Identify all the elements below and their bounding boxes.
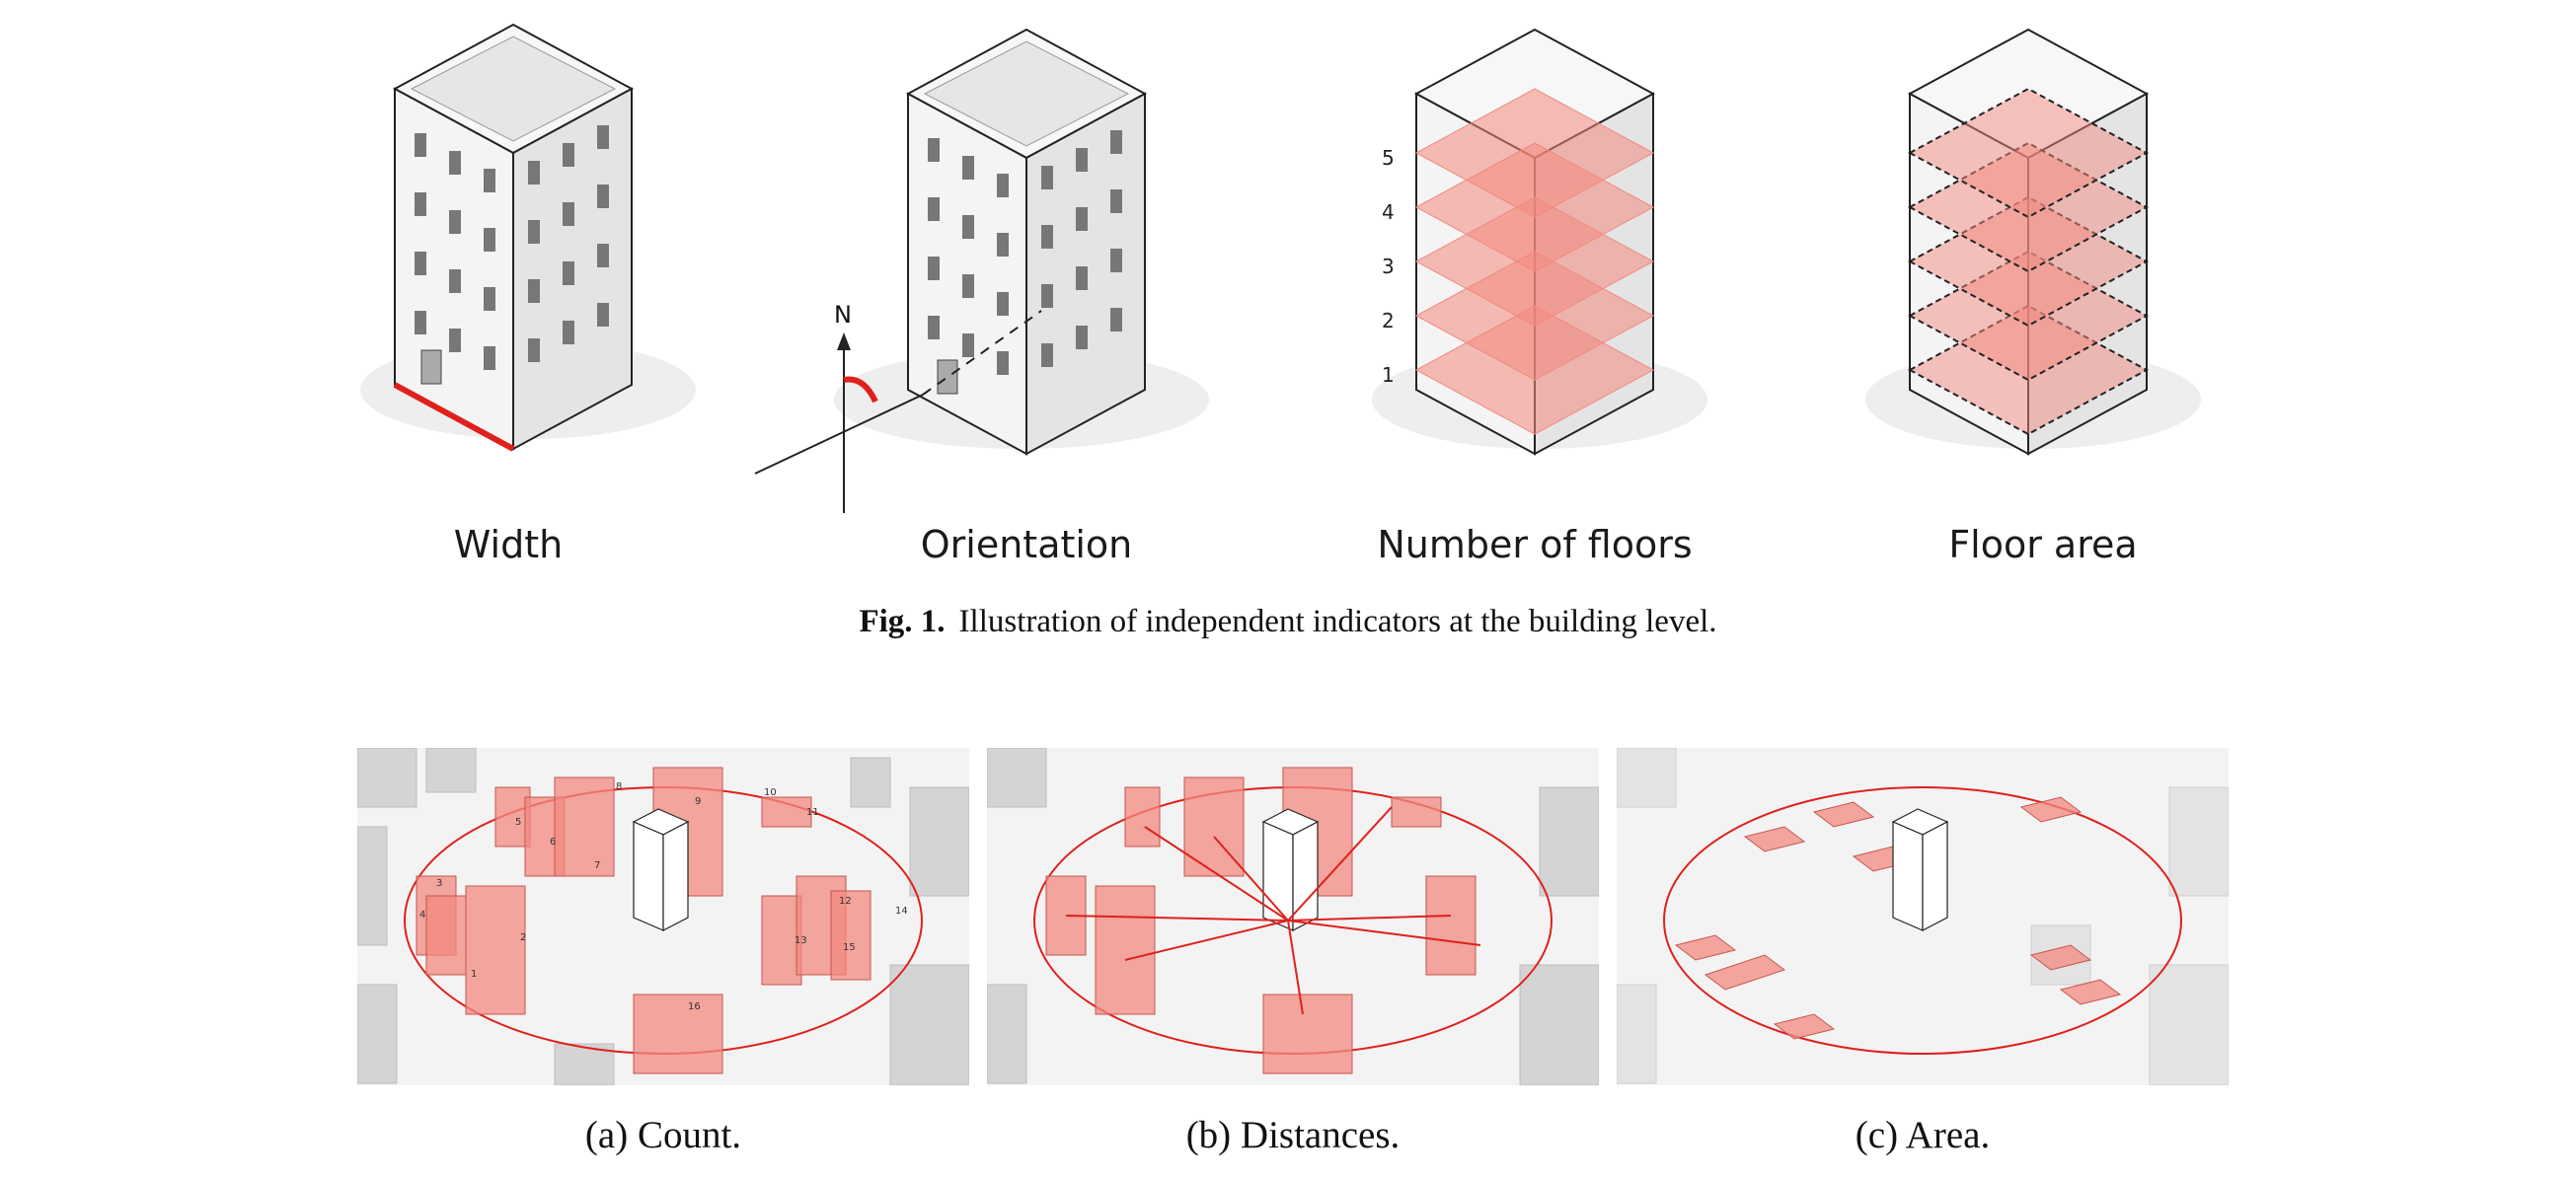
neighborhood-distances-map [987, 748, 1599, 1085]
count-label-2: 2 [520, 932, 526, 943]
figure-1-caption-text: Illustration of independent indicators a… [958, 604, 1717, 639]
count-label-7: 7 [594, 860, 600, 871]
count-label-5: 5 [515, 817, 521, 828]
building-orientation-illustration: N [754, 28, 1209, 513]
floor-label-1: 1 [1382, 363, 1395, 387]
label-number-of-floors: Number of floors [1377, 523, 1693, 566]
subcaption-area: (c) Area. [1855, 1114, 1991, 1156]
subcaption-distances: (b) Distances. [1185, 1114, 1401, 1156]
count-label-3: 3 [436, 878, 442, 889]
building-width-illustration [360, 23, 696, 452]
count-label-6: 6 [550, 837, 556, 848]
count-label-8: 8 [616, 781, 622, 792]
floor-label-4: 4 [1382, 200, 1395, 224]
count-label-13: 13 [795, 935, 807, 946]
count-label-1: 1 [471, 969, 477, 980]
subcaption-count: (a) Count. [584, 1114, 742, 1156]
count-label-4: 4 [419, 910, 425, 921]
count-label-12: 12 [839, 896, 852, 907]
label-orientation: Orientation [920, 523, 1133, 566]
count-label-14: 14 [895, 906, 908, 917]
count-label-15: 15 [843, 942, 856, 953]
label-floor-area: Floor area [1948, 523, 2138, 566]
label-width: Width [453, 523, 564, 566]
building-floor-area-illustration [1865, 28, 2201, 456]
building-floors-illustration: 1 2 3 4 5 [1372, 28, 1707, 456]
count-label-11: 11 [806, 807, 819, 818]
floor-label-5: 5 [1382, 146, 1395, 170]
count-label-10: 10 [764, 787, 777, 798]
neighborhood-area-map [1617, 748, 2229, 1085]
figure-1-label: Fig. 1. [859, 604, 946, 639]
floor-label-3: 3 [1382, 255, 1395, 278]
width-line [393, 382, 515, 452]
figure-1-caption: Fig. 1. Illustration of independent indic… [0, 604, 2576, 640]
neighborhood-count-map: 1 2 3 4 5 6 7 8 9 10 11 12 13 14 15 16 [357, 748, 969, 1085]
count-label-9: 9 [695, 796, 701, 807]
count-label-16: 16 [688, 1001, 701, 1012]
floor-label-2: 2 [1382, 309, 1395, 332]
north-label: N [834, 301, 852, 329]
